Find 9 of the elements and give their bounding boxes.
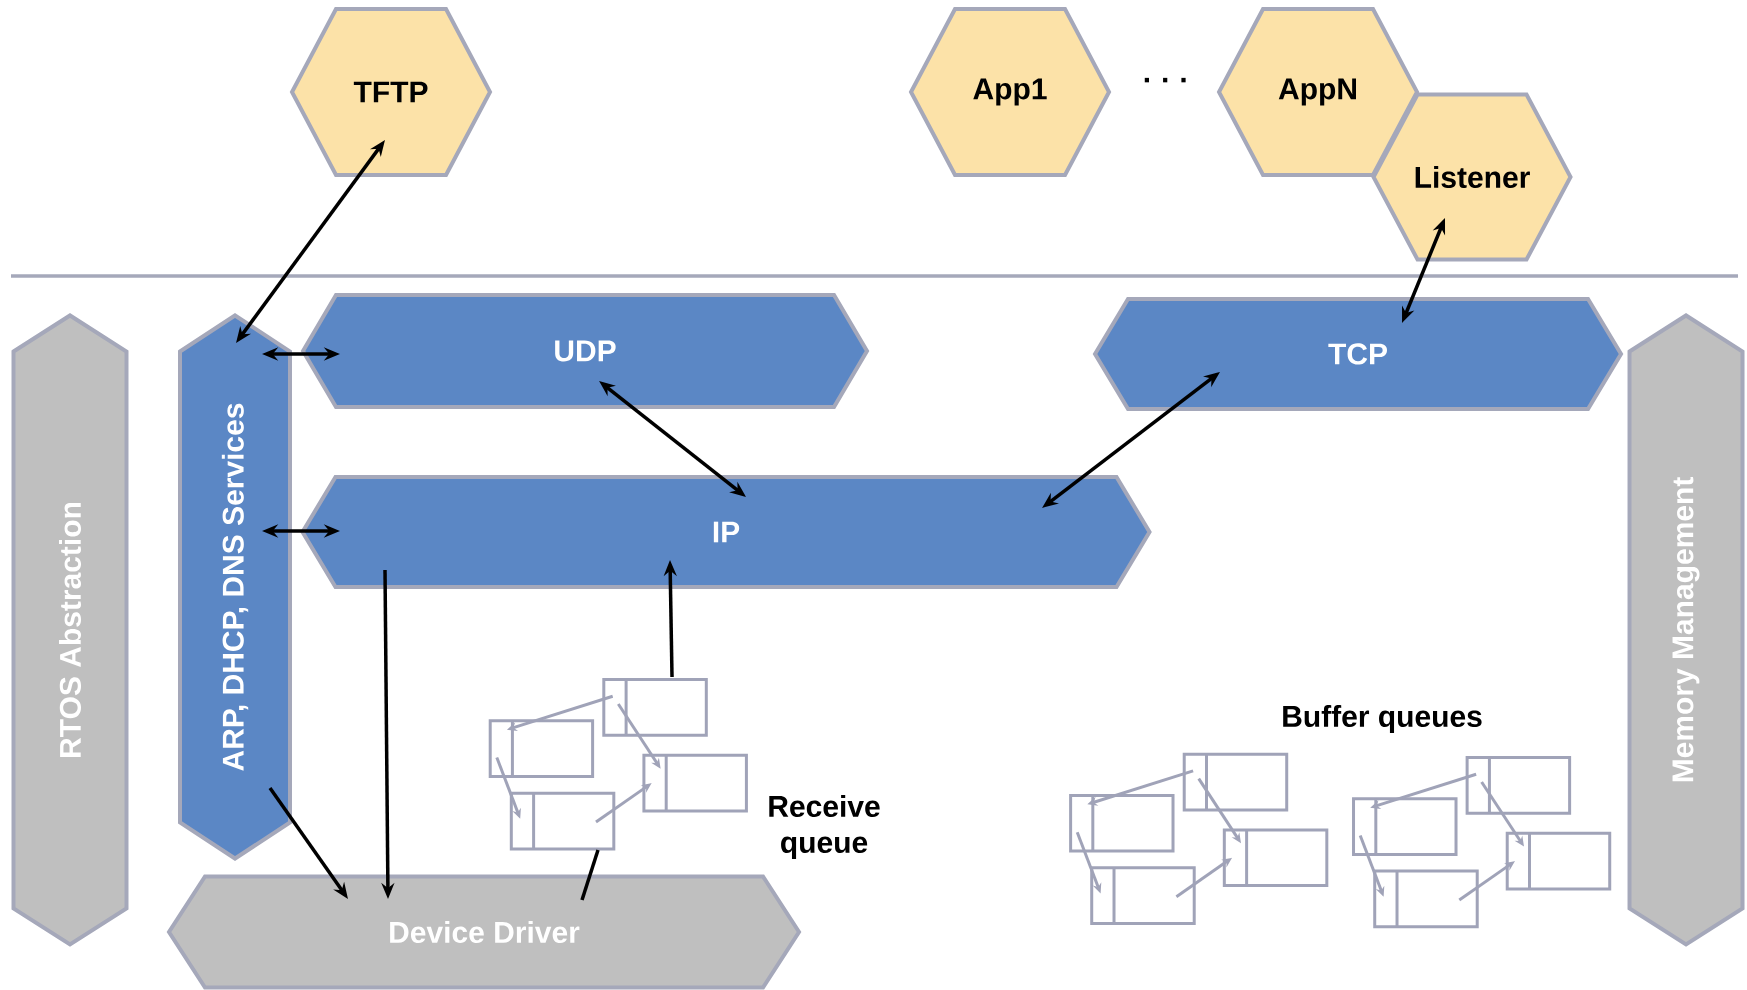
protocol-band: IP: [300, 475, 1152, 589]
section-label: Buffer queues: [1283, 705, 1482, 733]
receive-queue-drawing: [488, 678, 748, 851]
ellipsis: · · ·: [1144, 77, 1186, 83]
app-hexagon: Listener: [1371, 92, 1573, 262]
side-band: RTOS Abstraction: [11, 313, 129, 947]
service-band: ARP, DHCP, DNS Services: [178, 313, 292, 861]
queue-label: Receive queue: [769, 795, 880, 859]
side-band: Memory Management: [1627, 313, 1745, 947]
